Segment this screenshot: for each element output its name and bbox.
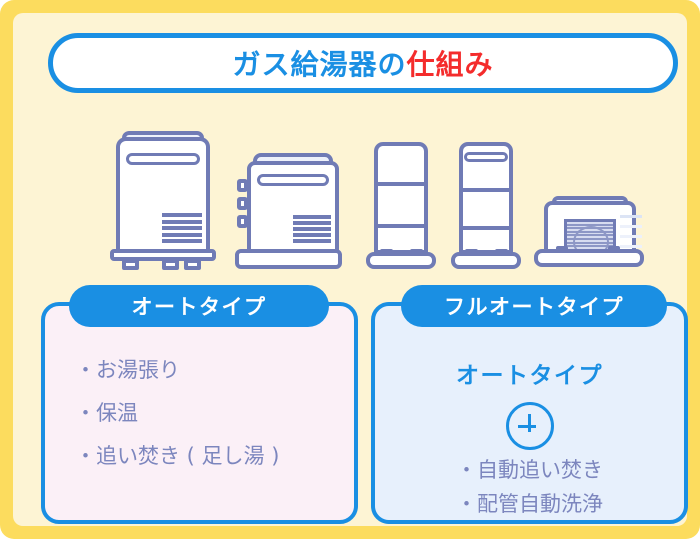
title-accent-text: 仕組み (406, 48, 494, 81)
list-item: 配管自動洗浄 (399, 494, 660, 515)
unit-base (366, 252, 436, 269)
full-auto-base-type-heading: オートタイプ (456, 363, 603, 389)
unit-side-tab (237, 197, 248, 210)
full-auto-type-card-body: オートタイプ 自動追い焚き 配管自動洗浄 (375, 306, 684, 520)
list-item: 自動追い焚き (399, 460, 660, 481)
unit-side-tab (237, 179, 248, 192)
auto-type-card: オートタイプ お湯張り 保温 追い焚き ( 足し湯 ) (41, 285, 358, 524)
unit-vent (162, 213, 202, 243)
outdoor-unit-icon-5 (534, 193, 646, 273)
plus-icon-wrapper (399, 402, 660, 450)
full-auto-type-badge: フルオートタイプ (401, 285, 667, 327)
unit-divider-line (461, 188, 511, 192)
full-auto-type-card: フルオートタイプ オートタイプ 自動追い焚き 配管自動洗浄 (371, 285, 688, 524)
water-heater-icon-3 (366, 136, 438, 273)
unit-leg (162, 259, 179, 270)
unit-divider-line (376, 182, 426, 186)
unit-side-line (620, 225, 642, 228)
unit-leg (184, 259, 201, 270)
list-item: 保温 (75, 403, 330, 424)
unit-body (374, 142, 428, 254)
inner-panel: ガス給湯器の仕組み (13, 13, 688, 526)
circle-plus-icon (505, 402, 554, 450)
unit-side-line (620, 215, 642, 218)
unit-display-slot (126, 153, 200, 165)
device-illustration-row (26, 113, 700, 273)
unit-side-line (620, 235, 642, 238)
unit-leg (122, 259, 139, 270)
water-heater-icon-4 (451, 136, 523, 273)
unit-display-slot (464, 152, 508, 162)
page-title: ガス給湯器の仕組み (48, 33, 678, 93)
unit-side-tab (237, 215, 248, 228)
list-item: 追い焚き ( 足し湯 ) (75, 446, 330, 467)
fan-circle (573, 226, 609, 256)
title-main-text: ガス給湯器の (232, 48, 407, 81)
unit-side-line (620, 245, 642, 248)
unit-divider-line (461, 226, 511, 230)
unit-base (451, 252, 521, 269)
auto-type-card-body: お湯張り 保温 追い焚き ( 足し湯 ) (45, 306, 354, 520)
unit-base (235, 249, 342, 269)
unit-divider-line (376, 224, 426, 228)
auto-type-feature-list: お湯張り 保温 追い焚き ( 足し湯 ) (69, 360, 330, 467)
title-text: ガス給湯器の仕組み (232, 43, 493, 83)
water-heater-icon-1 (108, 123, 218, 273)
unit-base (534, 249, 644, 267)
full-auto-feature-list: 自動追い焚き 配管自動洗浄 (399, 460, 660, 515)
unit-display-slot (257, 174, 329, 186)
auto-type-badge: オートタイプ (69, 285, 329, 327)
water-heater-icon-2 (231, 143, 346, 273)
unit-vent (293, 215, 331, 243)
list-item: お湯張り (75, 360, 330, 381)
